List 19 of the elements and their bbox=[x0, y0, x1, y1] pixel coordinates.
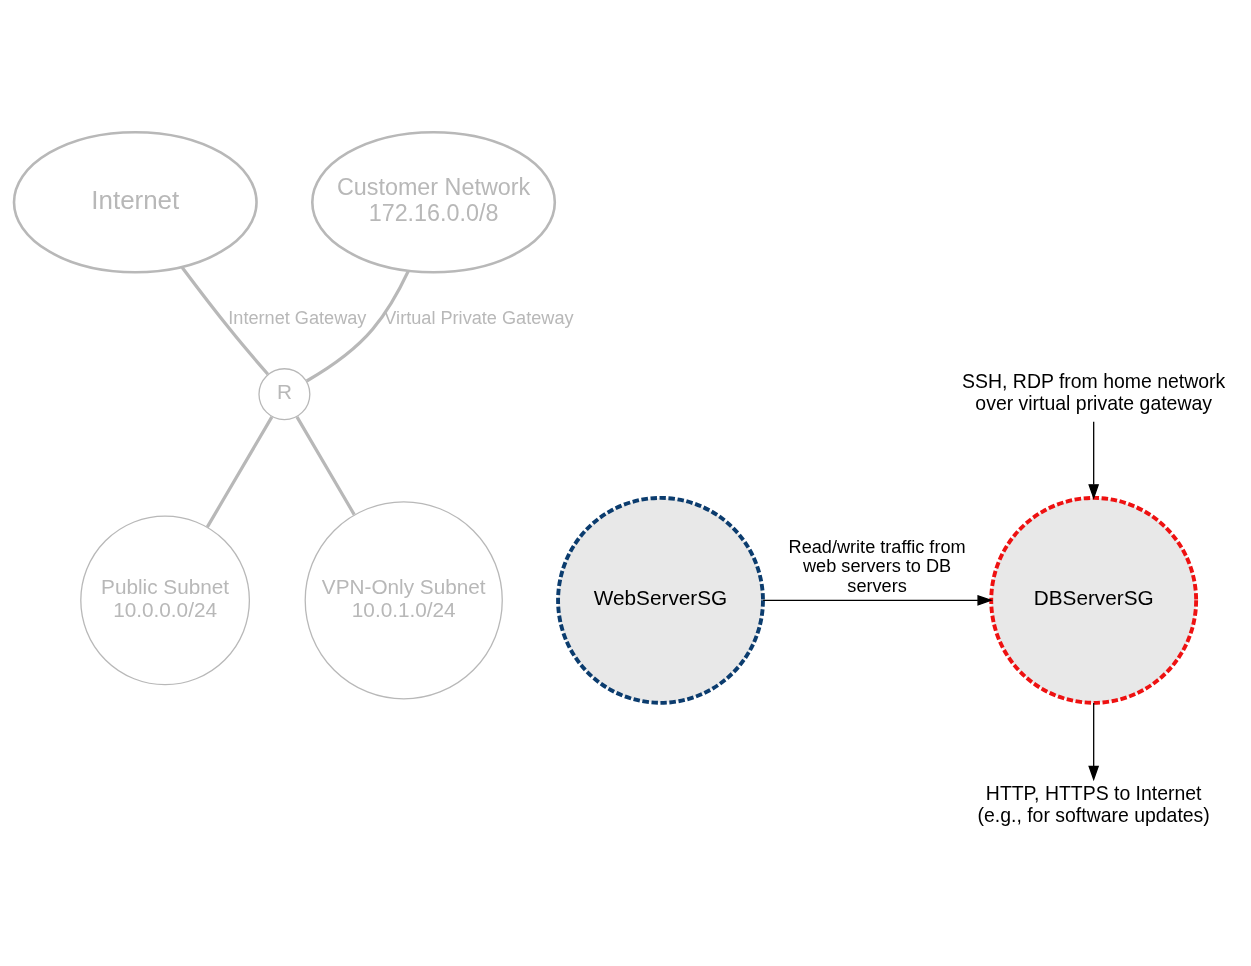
arrow bbox=[1088, 421, 1100, 500]
connector bbox=[305, 270, 410, 383]
edge-label: Internet Gateway bbox=[228, 308, 367, 329]
node-text: SSH, RDP from home network over virtual private gateway bbox=[962, 369, 1226, 414]
node-circle: VPN-Only Subnet 10.0.1.0/24 bbox=[304, 501, 503, 700]
node-circle: Public Subnet 10.0.0.0/24 bbox=[80, 515, 251, 686]
node-ellipse: Internet bbox=[12, 130, 258, 274]
node-circle: DBServerSG bbox=[989, 495, 1199, 705]
edge-label: Virtual Private Gateway bbox=[384, 308, 574, 329]
node-text: HTTP, HTTPS to Internet (e.g., for software updates) bbox=[977, 782, 1210, 827]
node-circle: WebServerSG bbox=[556, 495, 765, 705]
node-ellipse: Customer Network 172.16.0.0/8 bbox=[311, 130, 557, 274]
connector bbox=[295, 416, 356, 516]
connector bbox=[180, 266, 270, 376]
node-circle: R bbox=[258, 368, 311, 421]
connector bbox=[205, 416, 274, 528]
arrow bbox=[1088, 702, 1100, 782]
arrow bbox=[762, 594, 993, 606]
edge-label: Read/write traffic from web servers to DB servers bbox=[788, 536, 966, 596]
